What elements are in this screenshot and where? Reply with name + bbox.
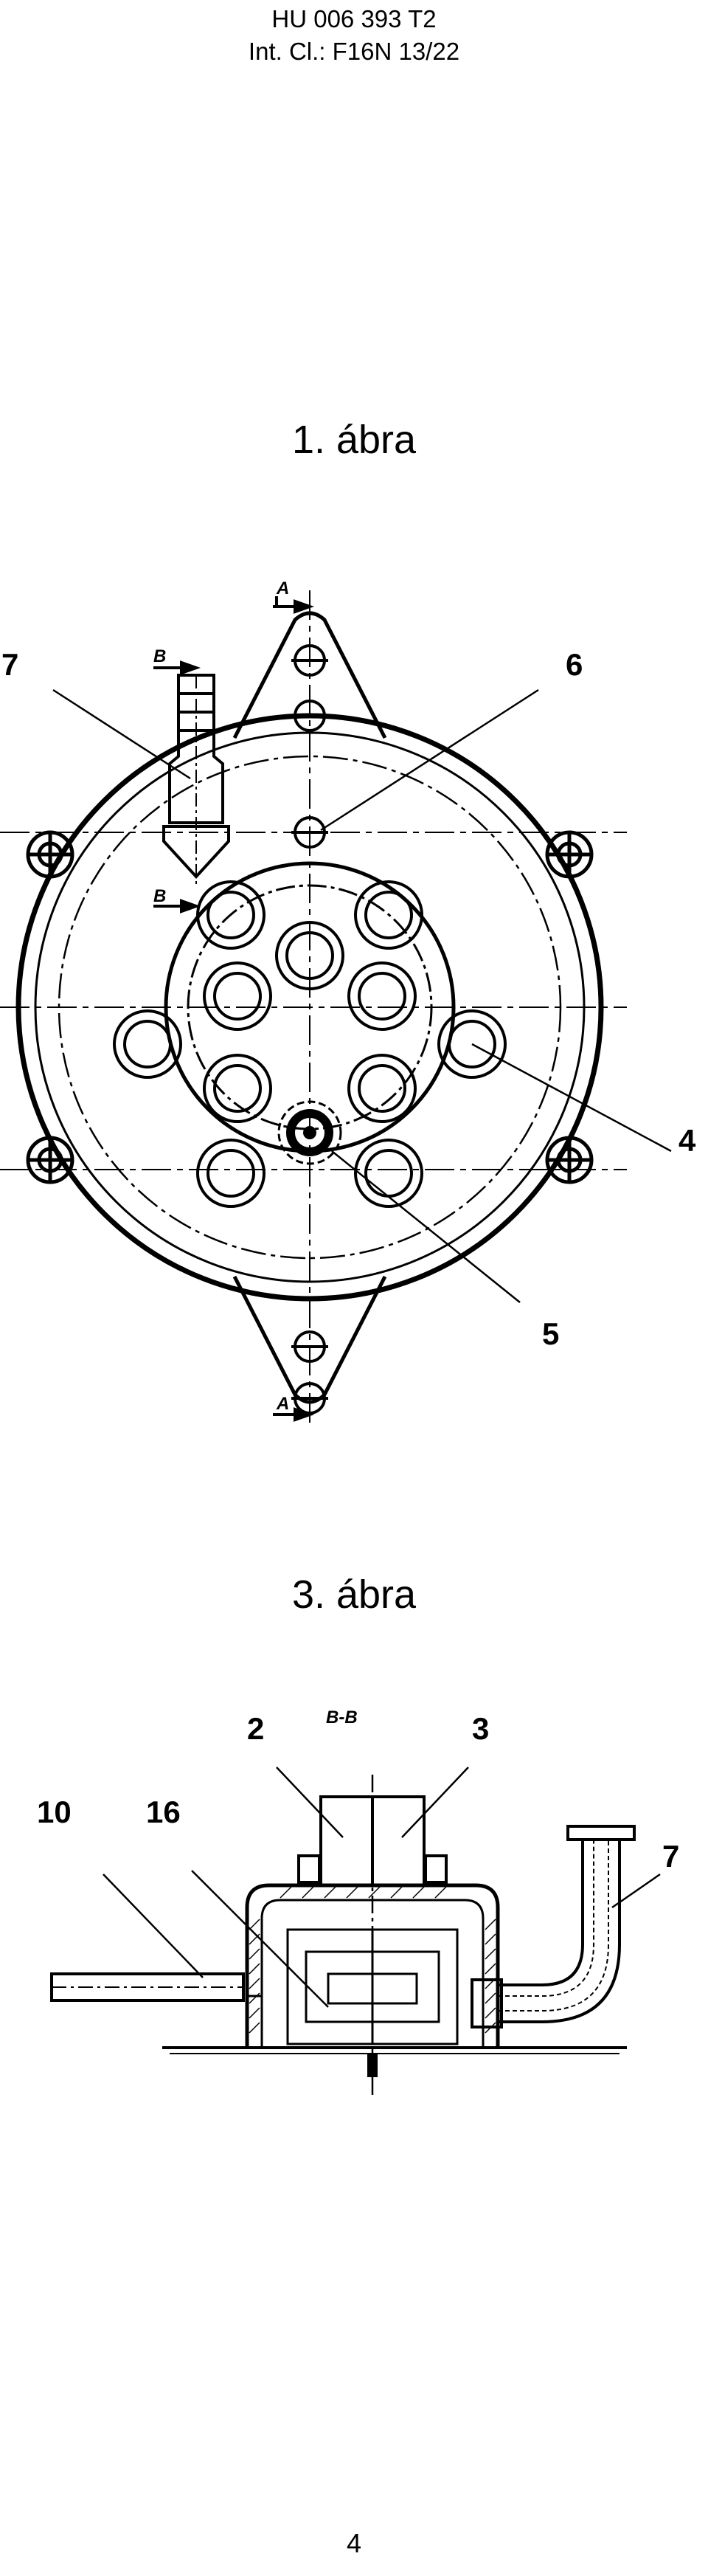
figure-1-drawing: A B B A 7 6 4 5 [0,561,708,1476]
axial-hole-icon [291,644,328,1415]
page-number: 4 [346,2528,362,2558]
label-3: 3 [472,1711,489,1746]
outlet-nipple-icon [113,880,507,1208]
section-marker-b-top [153,660,201,675]
figure-1-caption: 1. ábra [291,418,417,462]
section-title-b-b: B-B [326,1707,358,1727]
label-2: 2 [247,1711,264,1746]
drain-plug-icon [367,2054,378,2077]
label-7-elbow: 7 [662,1839,679,1874]
patent-header: HU 006 393 T2 Int. Cl.: F16N 13/22 [0,3,708,68]
leader-lines [103,1767,661,2008]
section-mark-b-top: B [153,646,166,666]
leader-lines [52,688,672,1303]
section-marker-a-top [273,596,315,614]
label-10: 10 [37,1795,72,1829]
outlet-elbow-icon [471,1825,636,2028]
inlet-fitting-icon [162,674,230,885]
section-marker-a-bottom [273,1407,315,1422]
section-marker-b-bottom [153,899,201,914]
figure-3-caption: 3. ábra [291,1572,417,1617]
label-5: 5 [542,1316,559,1351]
figure-3-drawing: B-B [0,1686,708,2114]
mounting-lug-icon [26,830,594,1184]
section-mark-b-bottom: B [153,886,166,906]
label-4: 4 [678,1123,696,1158]
label-6: 6 [566,647,583,682]
patent-classification: Int. Cl.: F16N 13/22 [248,38,460,65]
label-7: 7 [1,647,18,682]
inlet-pipe-icon [50,1972,245,2002]
base-plate [162,2046,627,2054]
section-hatching [249,1886,496,2034]
central-shaft-icon [277,1100,342,1165]
section-mark-a-top: A [276,579,289,598]
patent-number: HU 006 393 T2 [271,5,437,32]
centre-lines [0,590,627,1424]
label-16: 16 [146,1795,181,1829]
section-mark-a-bottom: A [276,1394,289,1414]
